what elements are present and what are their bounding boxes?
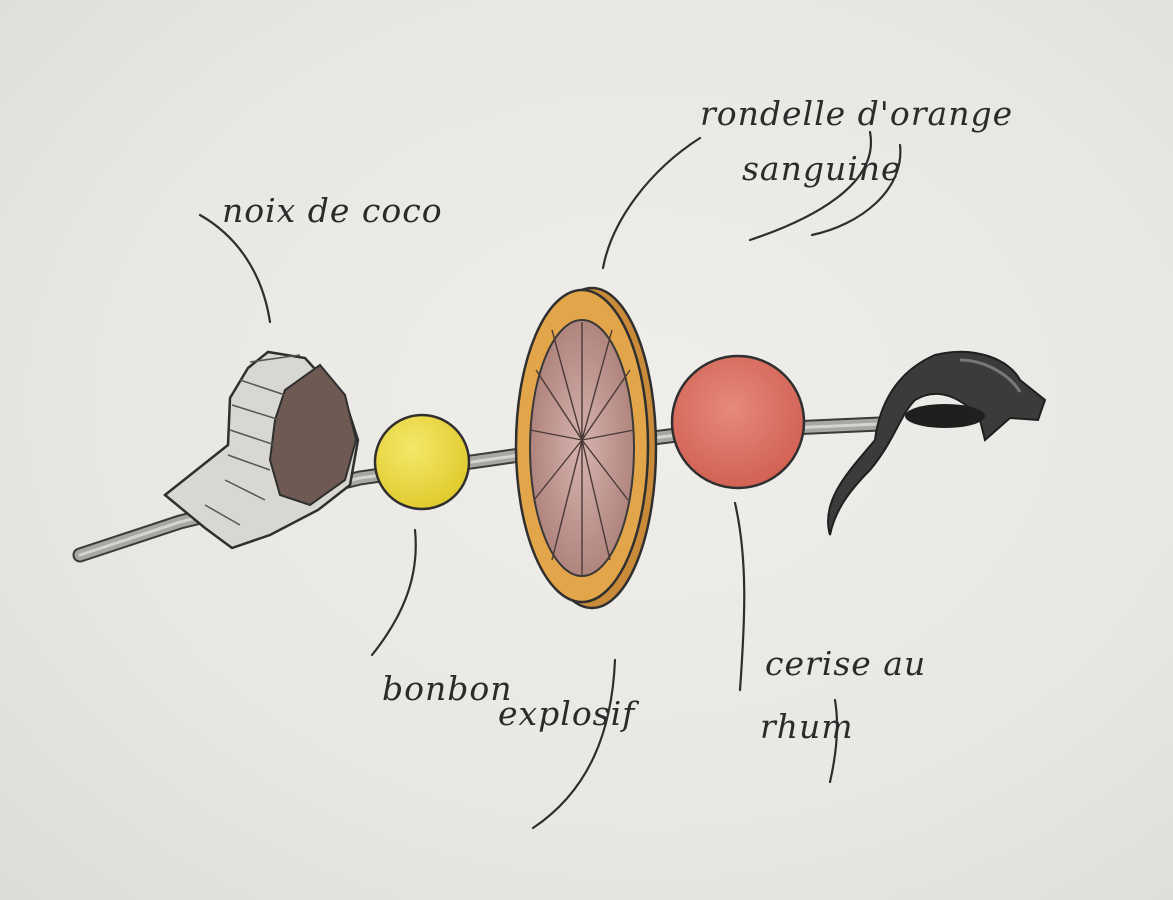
candy-leader-line xyxy=(370,528,417,657)
exploding-candy xyxy=(373,413,471,511)
rum-cherry xyxy=(670,354,806,490)
blood-orange-slice xyxy=(514,286,658,610)
cherry-leader-line xyxy=(733,501,746,692)
label-candy-line2: explosif xyxy=(498,694,640,733)
label-cherry-line1: cerise au xyxy=(765,644,926,683)
blood-orange-leader-line-2 xyxy=(810,143,902,237)
blood-orange-leader-line xyxy=(601,136,702,270)
label-coconut: noix de coco xyxy=(222,191,443,230)
cherry-tail-line xyxy=(828,698,839,784)
skewer-hook-handle xyxy=(827,350,1047,536)
coconut-leader-line xyxy=(198,213,272,324)
blood-orange-leader-line-3 xyxy=(748,130,873,242)
candy-tail-line xyxy=(531,658,617,830)
label-cherry-line2: rhum xyxy=(760,707,854,746)
coconut-piece xyxy=(163,350,360,550)
label-blood-orange-line1: rondelle d'orange xyxy=(700,94,1013,133)
label-blood-orange-line2: sanguine xyxy=(742,149,902,188)
label-candy-line1: bonbon xyxy=(382,669,513,708)
